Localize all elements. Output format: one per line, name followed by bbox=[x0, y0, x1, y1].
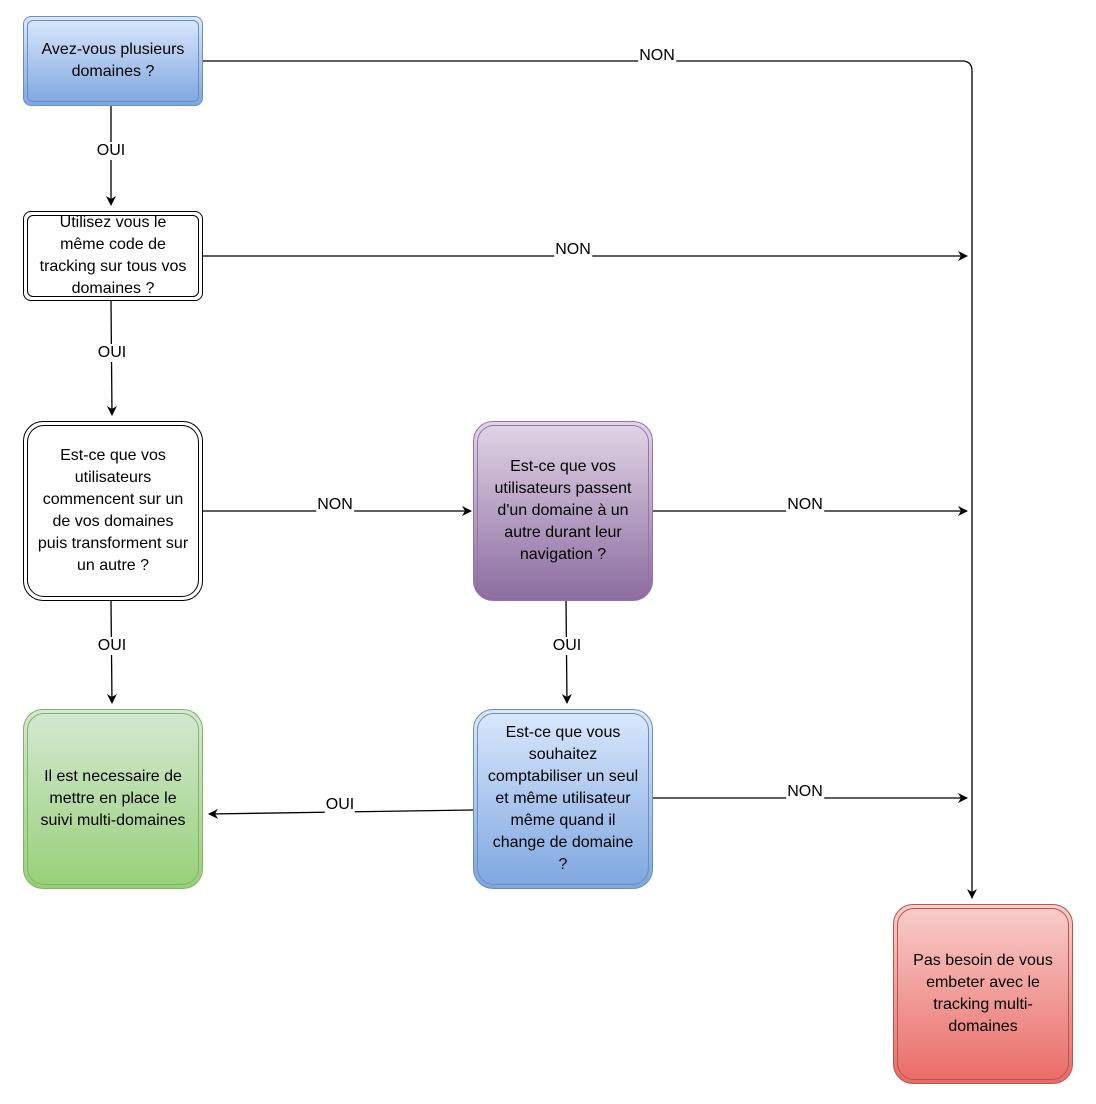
edge-label-q3-yes: OUI bbox=[96, 637, 128, 655]
decision-count-single-user: Est-ce que vous souhaitez comptabiliser … bbox=[473, 709, 653, 889]
result-no-cross-domain: Pas besoin de vous embeter avec le track… bbox=[893, 904, 1073, 1084]
decision-users-switch-domains-text: Est-ce que vos utilisateurs passent d'un… bbox=[494, 458, 632, 563]
edge-label-q1-no: NON bbox=[638, 47, 676, 65]
result-cross-domain-needed-text: Il est necessaire de mettre en place le … bbox=[40, 768, 186, 829]
edge-q1-no bbox=[203, 60, 977, 899]
result-no-cross-domain-text: Pas besoin de vous embeter avec le track… bbox=[913, 952, 1053, 1035]
decision-same-tracking-code-text: Utilisez vous le même code de tracking s… bbox=[39, 214, 187, 297]
decision-multiple-domains: Avez-vous plusieurs domaines ? bbox=[23, 16, 203, 106]
edge-label-q2-no: NON bbox=[554, 241, 592, 259]
decision-same-tracking-code: Utilisez vous le même code de tracking s… bbox=[23, 211, 203, 301]
edge-label-q1-yes: OUI bbox=[95, 142, 127, 160]
decision-users-convert-other-domain: Est-ce que vos utilisateurs commencent s… bbox=[23, 421, 203, 601]
decision-users-switch-domains: Est-ce que vos utilisateurs passent d'un… bbox=[473, 421, 653, 601]
decision-count-single-user-text: Est-ce que vous souhaitez comptabiliser … bbox=[487, 724, 639, 873]
edge-label-q5-no: NON bbox=[786, 783, 824, 801]
decision-multiple-domains-text: Avez-vous plusieurs domaines ? bbox=[41, 41, 185, 80]
edge-label-q5-yes: OUI bbox=[324, 796, 356, 814]
edge-label-q4-no: NON bbox=[786, 496, 824, 514]
decision-users-convert-other-domain-text: Est-ce que vos utilisateurs commencent s… bbox=[37, 447, 189, 574]
result-cross-domain-needed: Il est necessaire de mettre en place le … bbox=[23, 709, 203, 889]
edge-label-q2-yes: OUI bbox=[96, 344, 128, 362]
edge-label-q4-yes: OUI bbox=[551, 637, 583, 655]
edge-label-q3-no: NON bbox=[316, 496, 354, 514]
